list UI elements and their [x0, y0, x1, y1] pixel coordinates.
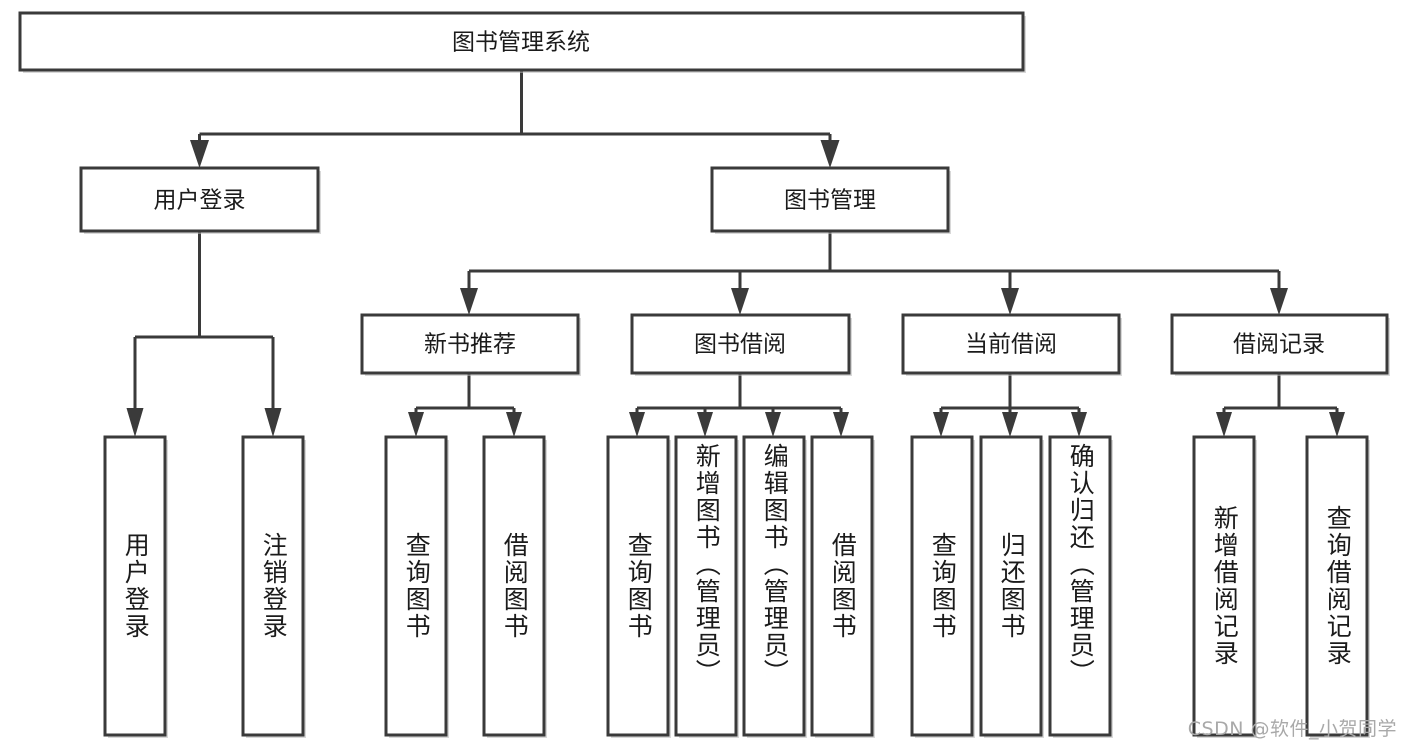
- arrow-leaf-add-book: [697, 412, 713, 437]
- node-user-login[interactable]: 用户登录: [79, 166, 321, 234]
- node-root-box[interactable]: [18, 11, 1025, 72]
- leaf-query-borrow-record-box[interactable]: [1305, 435, 1369, 737]
- arrow-leaf-query-book-2: [629, 412, 645, 437]
- node-new-book-recommend-label: 新书推荐: [424, 332, 516, 358]
- leaf-query-book-2-box[interactable]: [606, 435, 670, 737]
- leaf-boxes: [103, 435, 1370, 738]
- node-book-management[interactable]: 图书管理: [710, 166, 951, 234]
- arrow-leaf-borrow-book-1: [506, 412, 522, 437]
- arrow-leaf-return-book: [1002, 412, 1018, 437]
- leaf-user-login-box[interactable]: [103, 435, 167, 737]
- node-borrow-record-label: 借阅记录: [1233, 332, 1325, 358]
- node-book-management-box[interactable]: [710, 166, 950, 233]
- node-book-borrow-label: 图书借阅: [694, 332, 786, 358]
- arrow-current-borrow: [1001, 288, 1019, 315]
- arrow-leaf-query-book-3: [933, 412, 949, 437]
- node-current-borrow-box[interactable]: [901, 313, 1121, 375]
- arrow-leaf-query-book-1: [408, 412, 424, 437]
- arrow-leaf-confirm-return: [1071, 412, 1087, 437]
- arrow-user-login: [190, 140, 209, 168]
- arrow-book-borrow: [731, 288, 749, 315]
- arrow-leaf-query-borrow-record: [1329, 412, 1345, 437]
- leaf-return-book-box[interactable]: [979, 435, 1043, 737]
- node-book-management-label: 图书管理: [784, 188, 876, 214]
- node-book-borrow[interactable]: 图书借阅: [630, 313, 852, 376]
- arrow-leaf-borrow-book-2: [833, 412, 849, 437]
- node-new-book-recommend-box[interactable]: [360, 313, 580, 375]
- arrow-leaf-add-borrow-record: [1216, 412, 1232, 437]
- node-borrow-record-box[interactable]: [1170, 313, 1389, 375]
- leaf-query-book-3-box[interactable]: [910, 435, 974, 737]
- leaf-borrow-book-2-box[interactable]: [810, 435, 874, 737]
- node-book-borrow-box[interactable]: [630, 313, 851, 375]
- node-new-book-recommend[interactable]: 新书推荐: [360, 313, 581, 376]
- connector-layer: [126, 70, 1345, 437]
- node-root[interactable]: 图书管理系统: [18, 11, 1026, 73]
- arrow-new-book-recommend: [460, 288, 478, 315]
- node-user-login-box[interactable]: [79, 166, 320, 233]
- node-user-login-label: 用户登录: [154, 188, 246, 214]
- node-root-label: 图书管理系统: [452, 30, 590, 56]
- arrow-leaf-logout: [264, 408, 282, 437]
- arrow-book-management: [820, 140, 840, 168]
- leaf-edit-book-box[interactable]: [742, 435, 806, 737]
- node-current-borrow[interactable]: 当前借阅: [901, 313, 1122, 376]
- csdn-watermark: CSDN @软件_小贺同学: [1187, 718, 1397, 740]
- arrow-leaf-edit-book: [765, 412, 781, 437]
- arrow-leaf-user-login: [126, 408, 144, 437]
- leaf-add-book-box[interactable]: [674, 435, 738, 737]
- leaf-query-book-1-box[interactable]: [384, 435, 448, 737]
- node-borrow-record[interactable]: 借阅记录: [1170, 313, 1390, 376]
- leaf-add-borrow-record-box[interactable]: [1192, 435, 1256, 737]
- arrow-borrow-record: [1270, 288, 1288, 315]
- leaf-confirm-return-box[interactable]: [1048, 435, 1112, 737]
- node-current-borrow-label: 当前借阅: [965, 332, 1057, 358]
- leaf-borrow-book-1-box[interactable]: [482, 435, 546, 737]
- leaf-logout-login-box[interactable]: [241, 435, 305, 737]
